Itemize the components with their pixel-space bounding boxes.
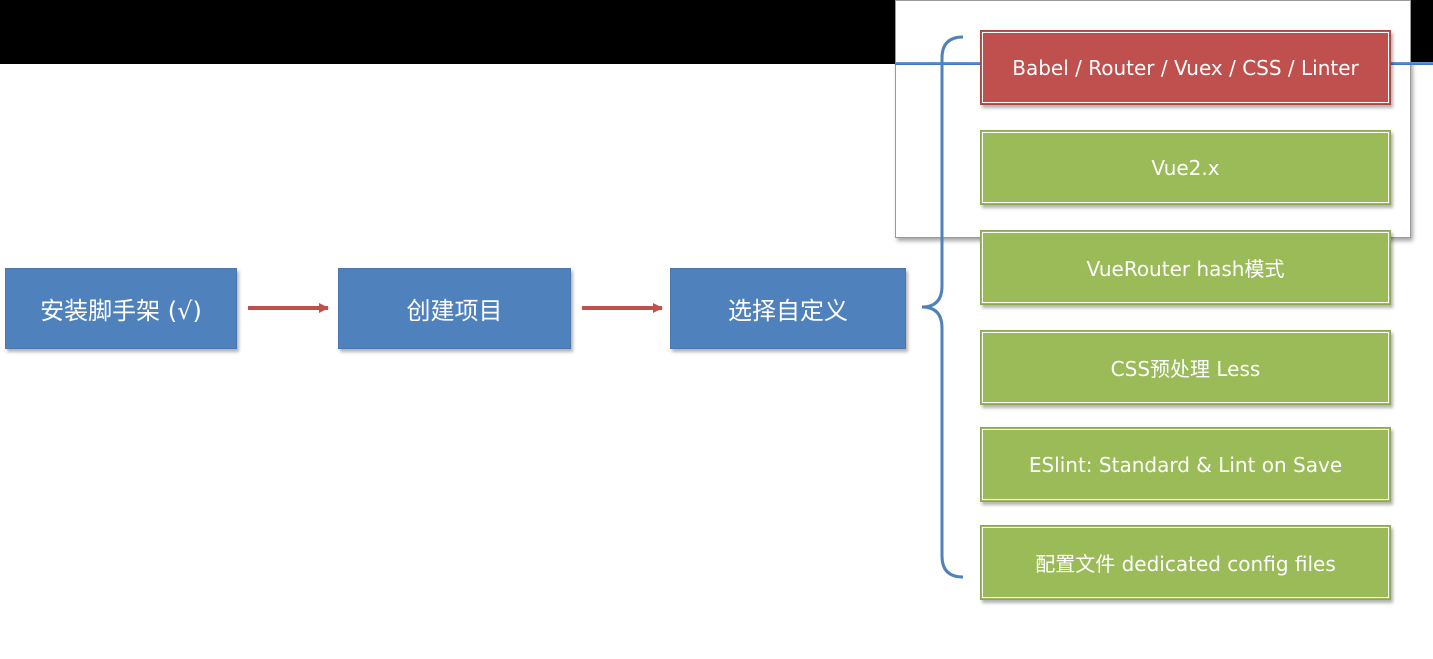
option-features-label: Babel / Router / Vuex / CSS / Linter — [1012, 55, 1359, 80]
option-features: Babel / Router / Vuex / CSS / Linter — [980, 30, 1391, 105]
option-css-preprocessor-label: CSS预处理 Less — [1110, 357, 1261, 381]
option-vue-version: Vue2.x — [980, 130, 1391, 205]
option-vue-version-label: Vue2.x — [1151, 155, 1220, 180]
option-eslint: ESlint: Standard & Lint on Save — [980, 427, 1391, 502]
option-config-files: 配置文件 dedicated config files — [980, 525, 1391, 600]
option-config-files-label: 配置文件 dedicated config files — [1035, 552, 1336, 576]
step-choose-custom-label: 选择自定义 — [728, 297, 848, 325]
step-create-project-label: 创建项目 — [406, 297, 503, 325]
option-router-mode: VueRouter hash模式 — [980, 230, 1391, 305]
step-choose-custom: 选择自定义 — [670, 268, 906, 349]
option-eslint-label: ESlint: Standard & Lint on Save — [1028, 452, 1343, 477]
option-css-preprocessor: CSS预处理 Less — [980, 330, 1391, 405]
step-create-project: 创建项目 — [338, 268, 571, 349]
curly-brace — [921, 35, 964, 579]
step-install-scaffold-label: 安装脚手架 (√) — [40, 297, 202, 325]
step-install-scaffold: 安装脚手架 (√) — [5, 268, 237, 349]
option-router-mode-label: VueRouter hash模式 — [1086, 257, 1285, 281]
